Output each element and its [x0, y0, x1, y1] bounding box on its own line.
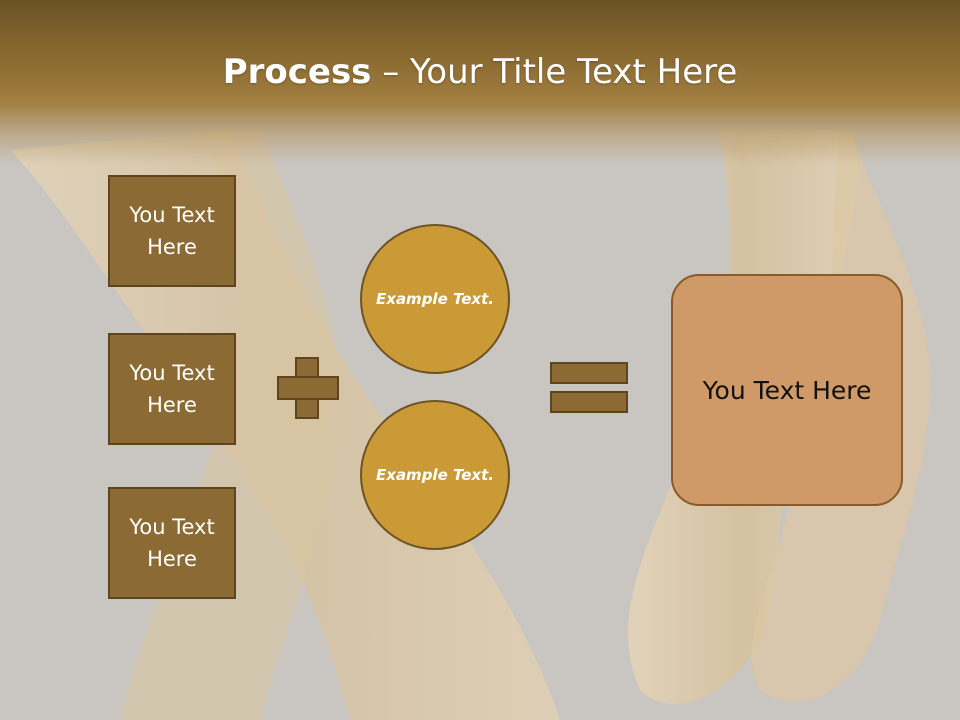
circle-label: Example Text.	[376, 289, 494, 308]
input-box-label: You Text Here	[129, 361, 215, 417]
equals-bottom-bar	[550, 391, 628, 413]
title-banner	[0, 0, 960, 165]
example-circle-1: Example Text.	[360, 224, 510, 374]
input-box-3: You Text Here	[108, 487, 236, 599]
input-box-label: You Text Here	[129, 203, 215, 259]
input-box-label: You Text Here	[129, 515, 215, 571]
title-rest: – Your Title Text Here	[371, 52, 738, 92]
title-bold: Process	[222, 52, 372, 92]
result-label: You Text Here	[702, 375, 872, 405]
result-box: You Text Here	[671, 274, 903, 506]
example-circle-2: Example Text.	[360, 400, 510, 550]
circle-label: Example Text.	[376, 465, 494, 484]
input-box-2: You Text Here	[108, 333, 236, 445]
equals-top-bar	[550, 362, 628, 384]
input-box-1: You Text Here	[108, 175, 236, 287]
plus-center	[297, 378, 317, 398]
page-title: Process – Your Title Text Here	[0, 52, 960, 92]
